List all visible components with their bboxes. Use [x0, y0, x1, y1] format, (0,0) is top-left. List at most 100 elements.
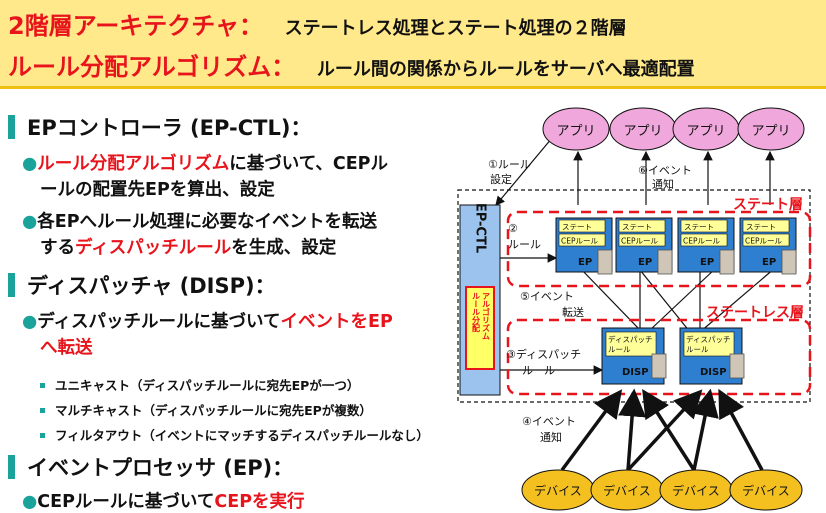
sub-filterout-text: フィルタアウト（イベントにマッチするディスパッチルールなし） — [55, 428, 429, 443]
bullet-disp-1-cont: へ転送 — [40, 338, 93, 358]
title-architecture: 2階層アーキテクチャ： — [8, 12, 264, 40]
bullet-dot: ● — [22, 492, 38, 512]
ep-node: ステート CEPルール EP — [739, 217, 797, 275]
stateful-layer-box — [506, 210, 812, 288]
bullet-disp-1-red: イベントをEP — [280, 312, 393, 332]
bullet-dot: ● — [22, 154, 38, 174]
ep-node: ステート CEPルール EP — [555, 217, 613, 275]
bullet-ep-1: ●CEPルールに基づいてCEPを実行 — [22, 488, 305, 513]
app-label: アプリ — [686, 124, 725, 139]
step2-label-1: ② — [508, 222, 518, 235]
title-algorithm-desc: ルール間の関係からルールをサーバへ最適配置 — [316, 59, 695, 80]
step1-label-2: 設定 — [490, 172, 512, 186]
section-disp: ディスパッチャ (DISP)： — [8, 270, 276, 300]
bullet-ep-ctl-2-pre: する — [40, 238, 75, 258]
ep-state-label: ステート — [746, 223, 776, 232]
bullet-disp-1: ●ディスパッチルールに基づいてイベントをEP — [22, 308, 393, 333]
disp-label: DISP — [700, 367, 727, 378]
disp-rule-label-1: ディスパッチ — [608, 334, 652, 344]
stateless-layer-label: ステートレス層 — [706, 305, 804, 321]
ep-rule-label: CEPルール — [745, 237, 782, 246]
ep-label: EP — [638, 257, 652, 268]
title-banner: 2階層アーキテクチャ： ステートレス処理とステート処理の２階層 ルール分配アルゴ… — [0, 0, 826, 89]
disp-rule-label-2: ルール — [608, 345, 631, 354]
sub-marker — [40, 408, 45, 413]
ep-ctl-label: EP-CTL — [473, 203, 488, 253]
ep-state-label: ステート — [684, 223, 714, 232]
bullet-ep-ctl-2-text: 各EPへルール処理に必要なイベントを転送 — [37, 212, 378, 232]
ep-node: ステート CEPルール EP — [615, 217, 673, 275]
stateful-layer-label: ステート層 — [733, 197, 803, 213]
bullet-ep-ctl-1-red: ルール分配アルゴリズム — [37, 154, 230, 174]
distribution-algorithm-box — [465, 286, 495, 370]
bullet-ep-ctl-2-post: を生成、設定 — [231, 238, 337, 258]
server-icon — [597, 249, 613, 275]
distribution-algorithm-label-2: アルゴリズム — [482, 292, 491, 340]
server-icon — [651, 353, 667, 379]
distribution-algorithm-label-1: ルール分配 — [472, 292, 481, 333]
sub-unicast: ユニキャスト（ディスパッチルールに宛先EPが一つ） — [40, 375, 359, 394]
disp-rule-label-1: ディスパッチ — [686, 334, 730, 344]
ep-rule-label: CEPルール — [621, 237, 658, 246]
notification-arrows — [495, 137, 776, 375]
title-architecture-desc: ステートレス処理とステート処理の２階層 — [284, 18, 627, 39]
bullet-ep-1-red: CEPを実行 — [214, 492, 305, 512]
bullet-dot: ● — [22, 212, 38, 232]
ep-label: EP — [762, 257, 776, 268]
bullet-dot: ● — [22, 312, 38, 332]
disp-node: ディスパッチ ルール DISP — [601, 327, 667, 385]
section-marker — [8, 273, 15, 297]
section-ep-ctl-title: EPコントローラ (EP-CTL)： — [27, 116, 312, 140]
device-ellipse: デバイス — [659, 469, 733, 511]
step6-label-1: ⑥イベント — [638, 164, 692, 177]
app-ellipse: アプリ — [609, 107, 677, 151]
title-line-1: 2階層アーキテクチャ： ステートレス処理とステート処理の２階層 — [8, 6, 627, 41]
disp-node: ディスパッチ ルール DISP — [679, 327, 745, 385]
disp-label: DISP — [622, 367, 649, 378]
device-label: デバイス — [672, 483, 720, 498]
bullet-ep-ctl-1-cont: ールの配置先EPを算出、設定 — [40, 180, 275, 200]
description-panel: EPコントローラ (EP-CTL)： ●ルール分配アルゴリズムに基づいて、CEP… — [0, 92, 470, 513]
app-ellipse: アプリ — [737, 107, 805, 151]
device-label: デバイス — [603, 483, 651, 498]
app-label: アプリ — [751, 124, 790, 139]
title-algorithm: ルール分配アルゴリズム： — [8, 53, 296, 81]
stateless-layer-box — [506, 318, 812, 396]
bullet-ep-ctl-2-red: ディスパッチルール — [75, 238, 232, 258]
step4-label-2: 通知 — [540, 430, 562, 444]
sub-filterout: フィルタアウト（イベントにマッチするディスパッチルールなし） — [40, 425, 429, 444]
ep-label: EP — [700, 257, 714, 268]
server-icon — [781, 249, 797, 275]
sub-marker — [40, 383, 45, 388]
device-label: デバイス — [742, 483, 790, 498]
app-ellipse: アプリ — [672, 107, 740, 151]
bullet-disp-1-text: ディスパッチルールに基づいて — [37, 312, 281, 332]
section-ep-title: イベントプロセッサ (EP)： — [27, 456, 294, 480]
section-ep-ctl: EPコントローラ (EP-CTL)： — [8, 112, 311, 142]
step1-label-1: ①ルール — [488, 158, 531, 171]
ep-rule-label: CEPルール — [561, 237, 598, 246]
sub-multicast-text: マルチキャスト（ディスパッチルールに宛先EPが複数） — [55, 403, 372, 418]
bullet-ep-ctl-2: ●各EPへルール処理に必要なイベントを転送 — [22, 208, 377, 233]
step3-label-1: ③ディスパッチ — [506, 347, 581, 361]
section-disp-title: ディスパッチャ (DISP)： — [27, 274, 276, 298]
device-event-arrows — [560, 388, 764, 472]
bullet-ep-ctl-2-cont: するディスパッチルールを生成、設定 — [40, 234, 336, 259]
section-ep: イベントプロセッサ (EP)： — [8, 452, 293, 482]
section-marker — [8, 455, 15, 479]
app-label: アプリ — [623, 124, 662, 139]
disp-rule-label-2: ルール — [686, 345, 709, 354]
ep-label: EP — [578, 257, 592, 268]
bullet-ep-1-text: CEPルールに基づいて — [37, 492, 215, 512]
server-icon — [719, 249, 735, 275]
device-ellipse: デバイス — [590, 469, 664, 511]
app-ellipse: アプリ — [542, 107, 610, 151]
title-line-2: ルール分配アルゴリズム： ルール間の関係からルールをサーバへ最適配置 — [8, 47, 695, 82]
sub-marker — [40, 433, 45, 438]
server-icon — [729, 353, 745, 379]
step5-label-2: 転送 — [562, 305, 584, 319]
ep-state-label: ステート — [622, 223, 652, 232]
ep-node: ステート CEPルール EP — [677, 217, 735, 275]
system-boundary — [457, 189, 811, 403]
